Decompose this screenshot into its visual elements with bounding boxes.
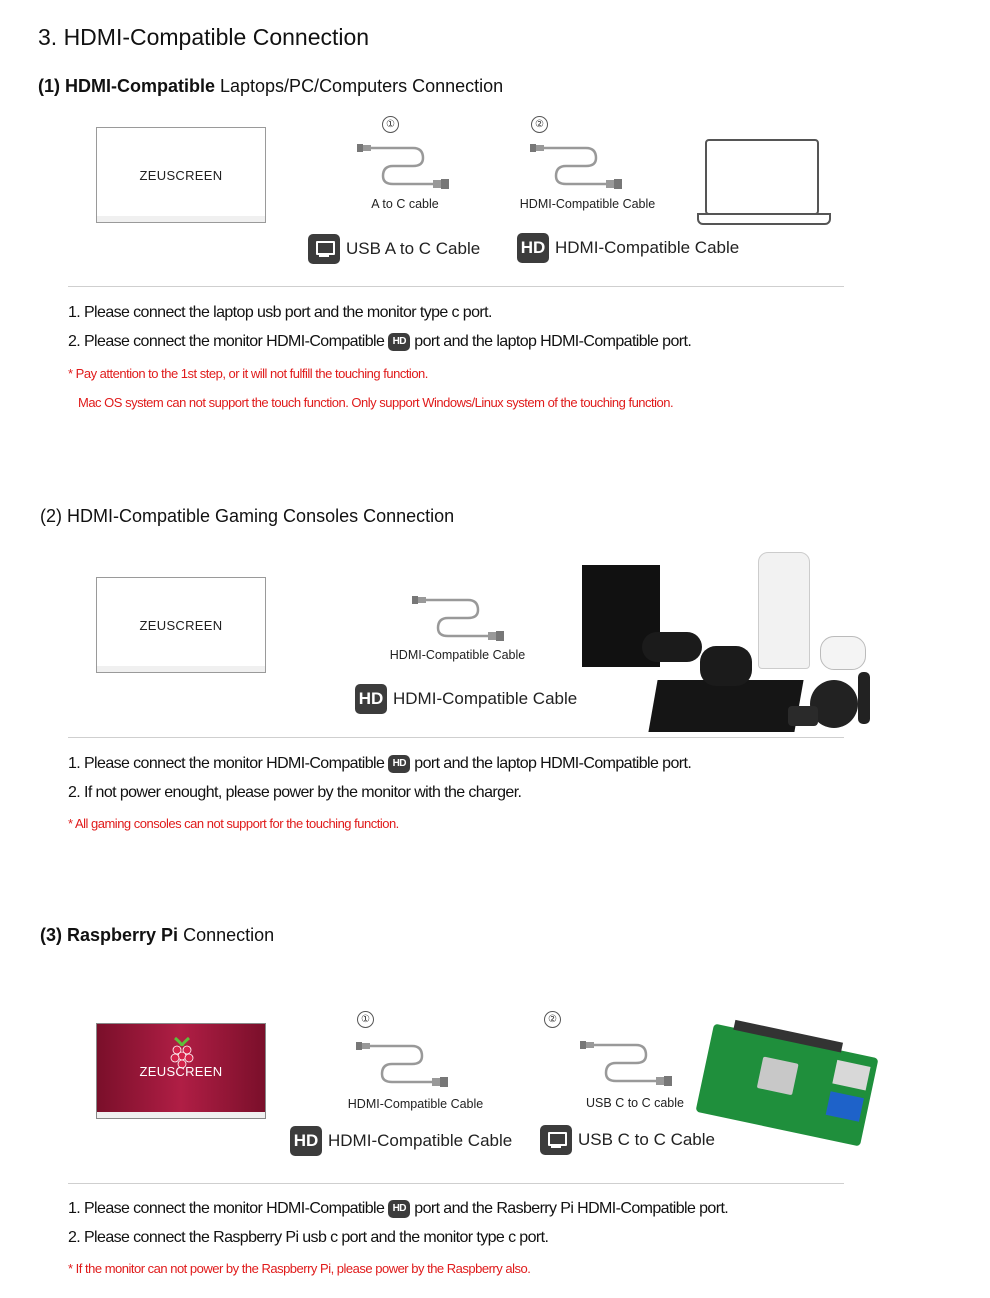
hd-icon: HD	[355, 684, 387, 714]
note-gaming: * All gaming consoles can not support fo…	[68, 816, 399, 831]
cable-2-label: USB C to C cable	[575, 1096, 695, 1110]
divider	[68, 286, 844, 287]
usb-c-cable-icon	[578, 1037, 678, 1091]
hdmi-cable-icon	[354, 1038, 454, 1092]
heading-bold: (1) HDMI-Compatible	[38, 76, 215, 96]
divider	[68, 1183, 844, 1184]
legend-usb-label: USB C to C Cable	[578, 1130, 715, 1150]
note-touch-warning: * Pay attention to the 1st step, or it w…	[68, 366, 428, 381]
a-to-c-cable-icon	[355, 140, 455, 194]
step-number-1: ①	[382, 116, 399, 133]
hd-icon: HD	[388, 755, 410, 773]
instruction-step-1: 1. Please connect the laptop usb port an…	[68, 304, 492, 322]
cable-2-label: HDMI-Compatible Cable	[500, 197, 675, 211]
step-1-text-b: port and the Rasberry Pi HDMI-Compatible…	[414, 1200, 728, 1217]
section-heading-raspberry: (3) Raspberry Pi Connection	[40, 925, 274, 946]
cable-1-label: A to C cable	[340, 197, 470, 211]
monitor-icon	[308, 234, 340, 264]
monitor-brand: ZEUSCREEN	[97, 1064, 265, 1079]
divider	[68, 737, 844, 738]
note-power: * If the monitor can not power by the Ra…	[68, 1261, 530, 1276]
section-heading-consoles: (2) HDMI-Compatible Gaming Consoles Conn…	[40, 506, 454, 527]
legend-hdmi-label: HDMI-Compatible Cable	[393, 689, 577, 709]
instruction-step-2: 2. If not power enought, please power by…	[68, 784, 521, 802]
instruction-step-2: 2. Please connect the monitor HDMI-Compa…	[68, 333, 691, 351]
portable-monitor-image: ZEUSCREEN	[96, 127, 266, 223]
heading-rest: Laptops/PC/Computers Connection	[215, 76, 503, 96]
heading-bold: (3) Raspberry Pi	[40, 925, 178, 945]
section-heading-laptops: (1) HDMI-Compatible Laptops/PC/Computers…	[38, 76, 503, 97]
remote-image	[858, 672, 870, 724]
legend-usb: USB C to C Cable	[540, 1125, 715, 1155]
ps5-controller-image	[820, 636, 866, 670]
monitor-brand: ZEUSCREEN	[97, 618, 265, 633]
instruction-step-2: 2. Please connect the Raspberry Pi usb c…	[68, 1229, 548, 1247]
step-1-text-a: 1. Please connect the monitor HDMI-Compa…	[68, 755, 384, 772]
laptop-icon	[697, 139, 827, 225]
page-title: 3. HDMI-Compatible Connection	[38, 24, 369, 51]
instruction-step-1: 1. Please connect the monitor HDMI-Compa…	[68, 755, 691, 773]
monitor-brand: ZEUSCREEN	[97, 168, 265, 183]
legend-hdmi-label: HDMI-Compatible Cable	[555, 238, 739, 258]
usb-port	[832, 1060, 870, 1091]
legend-usb: USB A to C Cable	[308, 234, 480, 264]
raspberry-pi-board-image	[695, 1024, 878, 1147]
xbox-controller-image	[700, 646, 752, 686]
hd-icon: HD	[517, 233, 549, 263]
portable-monitor-raspberry-image: ZEUSCREEN	[96, 1023, 266, 1119]
step-1-text-a: 1. Please connect the monitor HDMI-Compa…	[68, 1200, 384, 1217]
legend-usb-label: USB A to C Cable	[346, 239, 480, 259]
legend-hdmi: HD HDMI-Compatible Cable	[290, 1126, 512, 1156]
hd-icon: HD	[388, 333, 410, 351]
usb3-port	[826, 1091, 864, 1122]
portable-monitor-image: ZEUSCREEN	[96, 577, 266, 673]
step-number-2: ②	[531, 116, 548, 133]
step-1-text-b: port and the laptop HDMI-Compatible port…	[414, 755, 691, 772]
hd-icon: HD	[290, 1126, 322, 1156]
mini-keyboard-image	[788, 706, 818, 726]
note-macos: Mac OS system can not support the touch …	[78, 395, 673, 410]
step-number-2: ②	[544, 1011, 561, 1028]
heading-rest: Connection	[178, 925, 274, 945]
legend-hdmi: HD HDMI-Compatible Cable	[517, 233, 739, 263]
xbox-one-x-image	[648, 680, 803, 732]
ps4-controller-image	[642, 632, 702, 662]
step-2-text-b: port and the laptop HDMI-Compatible port…	[414, 333, 691, 350]
legend-hdmi: HD HDMI-Compatible Cable	[355, 684, 577, 714]
legend-hdmi-label: HDMI-Compatible Cable	[328, 1131, 512, 1151]
hdmi-cable-icon	[528, 140, 628, 194]
cable-1-label: HDMI-Compatible Cable	[328, 1097, 503, 1111]
step-number-1: ①	[357, 1011, 374, 1028]
monitor-icon	[540, 1125, 572, 1155]
hd-icon: HD	[388, 1200, 410, 1218]
cable-label: HDMI-Compatible Cable	[370, 648, 545, 662]
step-2-text-a: 2. Please connect the monitor HDMI-Compa…	[68, 333, 384, 350]
instruction-step-1: 1. Please connect the monitor HDMI-Compa…	[68, 1200, 728, 1218]
soc-chip	[757, 1056, 799, 1095]
playstation-5-image	[758, 552, 810, 669]
hdmi-cable-icon	[410, 592, 510, 646]
gpio-header	[733, 1020, 843, 1053]
